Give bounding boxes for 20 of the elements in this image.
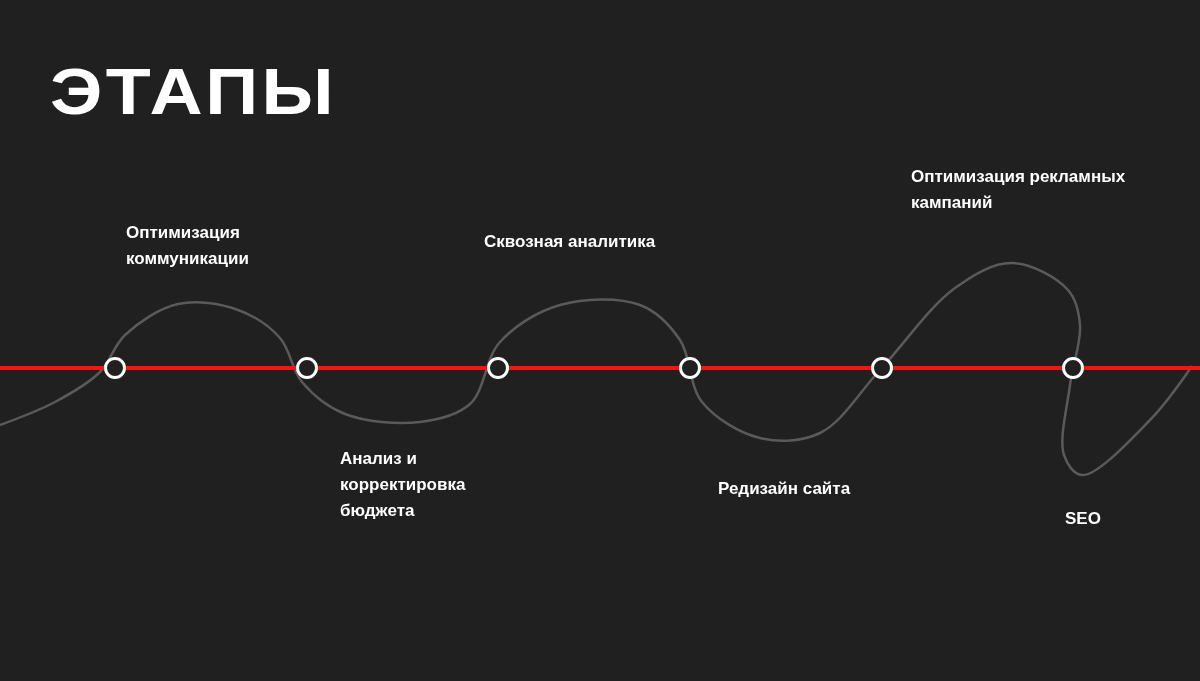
stage-label: Анализ и корректировка бюджета: [340, 448, 467, 522]
timeline-line: [509, 366, 679, 370]
stage-label: SEO: [1065, 508, 1102, 530]
timeline-line: [893, 366, 1062, 370]
timeline-line: [126, 366, 296, 370]
stage-marker: [104, 357, 126, 379]
stage-marker: [1062, 357, 1084, 379]
stage-label: Оптимизация коммуникации: [126, 222, 250, 270]
stage-label: Сквозная аналитика: [484, 231, 657, 253]
stage-marker: [871, 357, 893, 379]
stage-marker: [679, 357, 701, 379]
timeline-line: [701, 366, 871, 370]
timeline-line: [0, 366, 104, 370]
title: ЭТАПЫ: [50, 60, 338, 124]
timeline-line: [1084, 366, 1200, 370]
stage-label: Редизайн сайта: [718, 478, 852, 500]
timeline-line: [318, 366, 487, 370]
stage-marker: [487, 357, 509, 379]
stage-label: Оптимизация рекламных кампаний: [911, 166, 1127, 214]
stage-marker: [296, 357, 318, 379]
